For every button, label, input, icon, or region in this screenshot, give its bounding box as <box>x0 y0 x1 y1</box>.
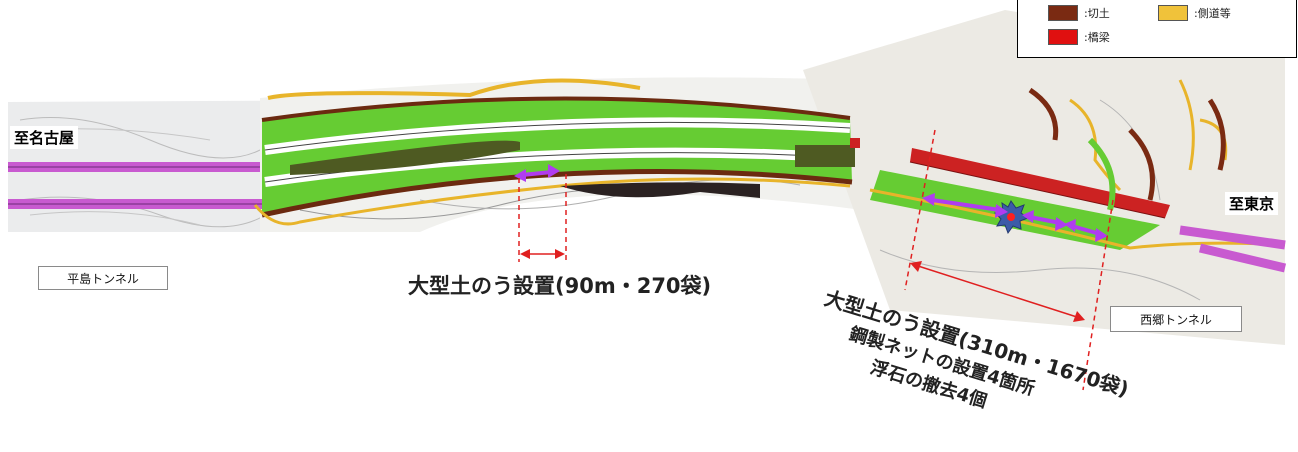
arrow-section2c <box>1064 219 1108 242</box>
legend-label-cut: :切土 <box>1084 7 1110 20</box>
annotation-section1: 大型土のう設置(90m・270袋) <box>408 274 712 298</box>
legend-item-bridge: :橋梁 <box>1048 29 1110 45</box>
legend-item-side-road: :側道等 <box>1158 5 1231 21</box>
label-hirashima-tunnel: 平島トンネル <box>38 266 168 290</box>
dimension-section2 <box>904 129 1114 391</box>
label-to-nagoya: 至名古屋 <box>10 126 79 149</box>
arrow-section1 <box>514 164 560 182</box>
arrow-section2a <box>922 193 1008 218</box>
legend-item-cut: :切土 <box>1048 5 1110 21</box>
legend-label-side-road: :側道等 <box>1194 7 1231 20</box>
dimension-section1 <box>518 174 567 262</box>
construction-map: :切土 :側道等 :橋梁 至名古屋 至東京 平島トンネル 西郷トンネル 大型土の… <box>8 0 1297 412</box>
label-saigo-tunnel: 西郷トンネル <box>1110 306 1242 332</box>
legend-swatch-side-road <box>1158 5 1188 21</box>
arrow-section2b <box>1022 210 1068 231</box>
label-to-tokyo: 至東京 <box>1225 192 1279 215</box>
legend-swatch-cut <box>1048 5 1078 21</box>
map-drawing <box>8 10 1287 391</box>
legend-label-bridge: :橋梁 <box>1084 31 1110 44</box>
legend: :切土 :側道等 :橋梁 <box>1017 0 1297 58</box>
legend-swatch-bridge <box>1048 29 1078 45</box>
